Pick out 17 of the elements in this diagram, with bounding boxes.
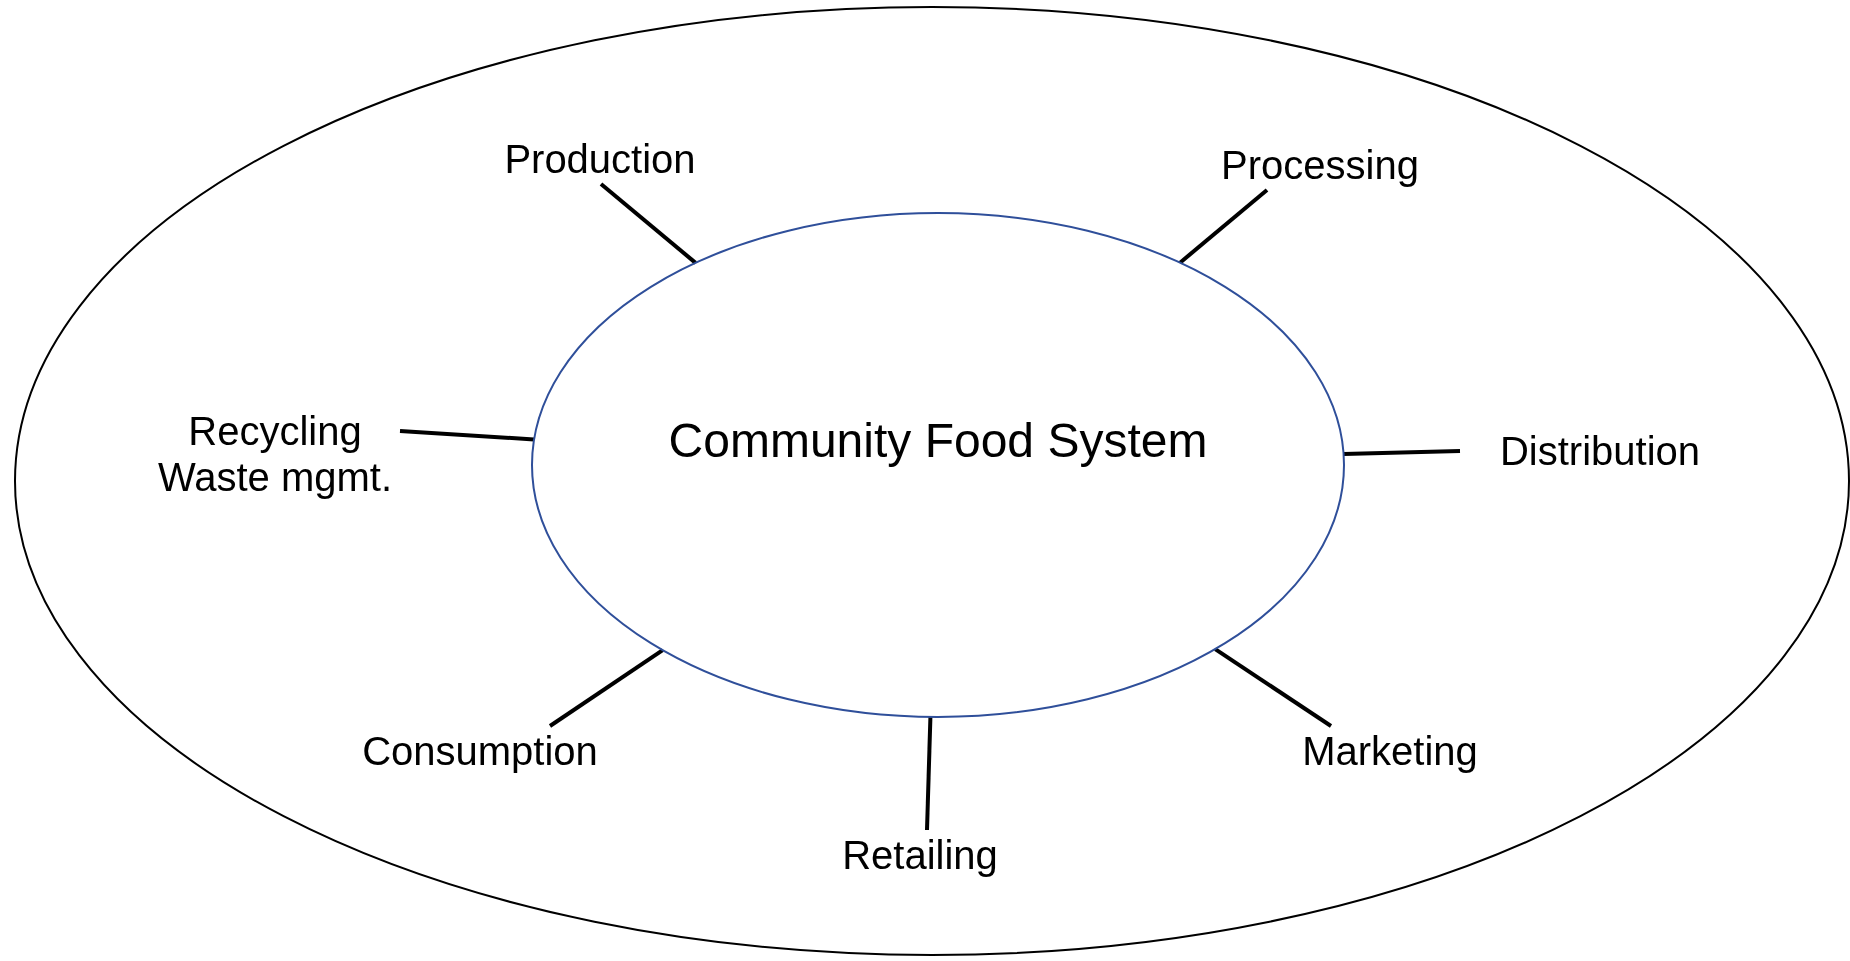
connector-line — [925, 716, 933, 831]
inner-ellipse — [531, 212, 1345, 718]
center-title: Community Food System — [668, 412, 1208, 468]
connector-line — [599, 182, 697, 265]
outer-ellipse — [14, 6, 1850, 956]
connector-line — [399, 429, 535, 442]
stage-label: Marketing — [1270, 726, 1510, 776]
stage-label: Processing — [1190, 140, 1450, 190]
connector-line — [548, 648, 664, 728]
connector-line — [1343, 449, 1461, 457]
stage-label: Recycling Waste mgmt. — [150, 406, 400, 502]
connector-line — [1178, 188, 1269, 265]
stage-label: Consumption — [330, 726, 630, 776]
connector-line — [1214, 647, 1333, 728]
stage-label: Distribution — [1460, 426, 1740, 476]
stage-label: Retailing — [810, 830, 1030, 880]
stage-label: Production — [470, 134, 730, 184]
